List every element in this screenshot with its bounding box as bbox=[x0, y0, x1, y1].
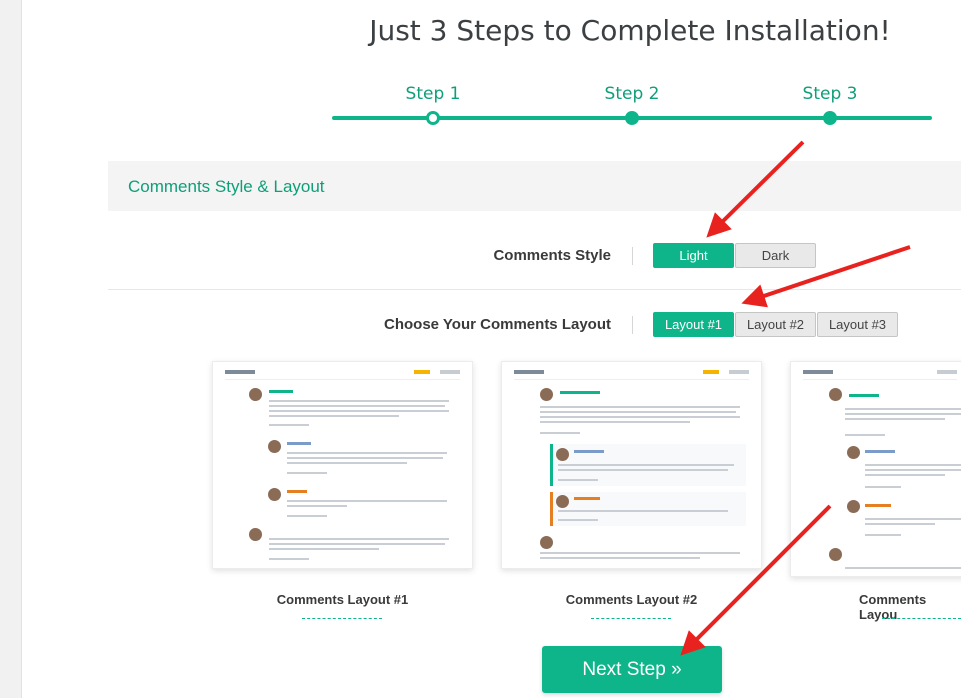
comments-style-toggle: Light Dark bbox=[653, 243, 817, 268]
avatar bbox=[847, 446, 860, 459]
preview-header bbox=[514, 370, 749, 380]
avatar bbox=[847, 500, 860, 513]
avatar bbox=[268, 488, 281, 501]
layout-1-caption: Comments Layout #1 bbox=[276, 592, 409, 607]
step-1-label: Step 1 bbox=[405, 84, 461, 104]
avatar bbox=[249, 528, 262, 541]
sidebar-strip bbox=[0, 0, 22, 698]
comments-layout-toggle: Layout #1 Layout #2 Layout #3 bbox=[653, 312, 899, 337]
row-divider bbox=[108, 289, 961, 290]
layout-2-button[interactable]: Layout #2 bbox=[735, 312, 816, 337]
layout-1-preview[interactable] bbox=[212, 361, 473, 569]
comments-layout-label: Choose Your Comments Layout bbox=[384, 316, 611, 333]
preview-header bbox=[803, 370, 957, 380]
step-3-dot bbox=[823, 111, 837, 125]
avatar bbox=[268, 440, 281, 453]
avatar bbox=[829, 548, 842, 561]
avatar bbox=[556, 495, 569, 508]
comments-style-label: Comments Style bbox=[493, 247, 611, 264]
layout-2-preview[interactable] bbox=[501, 361, 762, 569]
step-3-label: Step 3 bbox=[802, 84, 858, 104]
step-2-label: Step 2 bbox=[604, 84, 660, 104]
avatar bbox=[249, 388, 262, 401]
layout-separator bbox=[632, 316, 633, 334]
avatar bbox=[829, 388, 842, 401]
layout-3-preview[interactable] bbox=[790, 361, 961, 577]
step-2-dot bbox=[625, 111, 639, 125]
section-title: Comments Style & Layout bbox=[128, 177, 325, 196]
step-1-dot bbox=[426, 111, 440, 125]
style-dark-button[interactable]: Dark bbox=[735, 243, 816, 268]
layout-1-underline bbox=[302, 618, 382, 619]
layout-2-caption: Comments Layout #2 bbox=[565, 592, 698, 607]
avatar bbox=[540, 536, 553, 549]
layout-1-button[interactable]: Layout #1 bbox=[653, 312, 734, 337]
page-title: Just 3 Steps to Complete Installation! bbox=[369, 14, 891, 47]
avatar bbox=[556, 448, 569, 461]
next-step-button[interactable]: Next Step » bbox=[542, 646, 722, 693]
style-separator bbox=[632, 247, 633, 265]
preview-header bbox=[225, 370, 460, 380]
style-light-button[interactable]: Light bbox=[653, 243, 734, 268]
layout-3-underline bbox=[882, 618, 961, 619]
layout-2-underline bbox=[591, 618, 671, 619]
layout-3-button[interactable]: Layout #3 bbox=[817, 312, 898, 337]
section-header: Comments Style & Layout bbox=[108, 161, 961, 211]
avatar bbox=[540, 388, 553, 401]
